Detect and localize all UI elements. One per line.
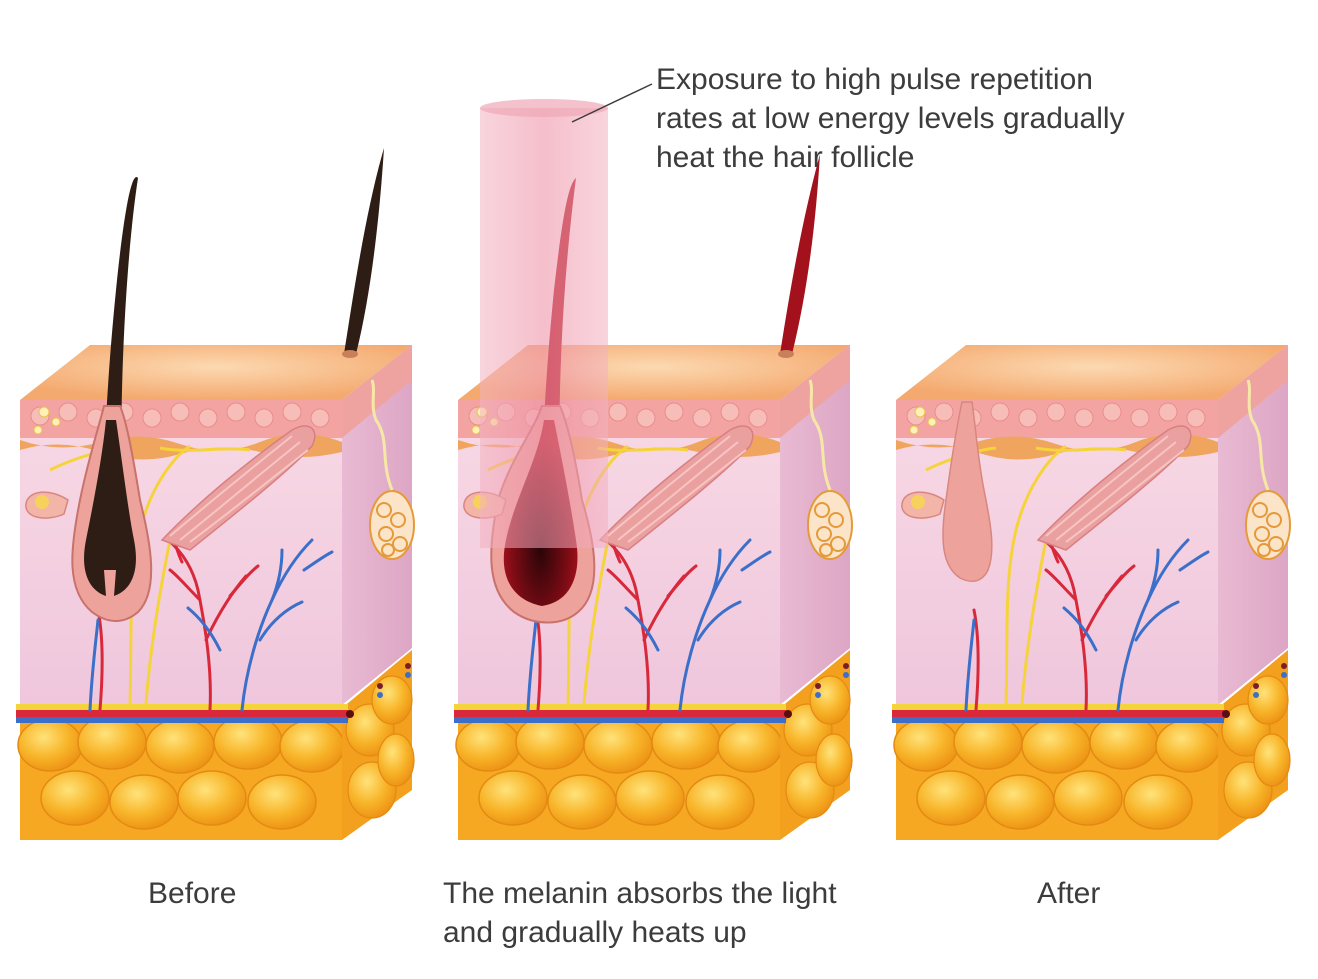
caption-after-line-1: After	[1037, 877, 1101, 910]
laser-annotation-line-2: rates at low energy levels gradually	[656, 102, 1125, 135]
empty-follicle	[942, 401, 993, 583]
laser-annotation: Exposure to high pulse repetition rates …	[656, 60, 1125, 177]
laser-beam	[480, 83, 653, 548]
caption-heating: The melanin absorbs the light and gradua…	[443, 874, 837, 952]
caption-heating-line-2: and gradually heats up	[443, 916, 747, 949]
caption-after: After	[1037, 874, 1100, 913]
hair-bulb	[84, 420, 136, 596]
caption-heating-line-1: The melanin absorbs the light	[443, 877, 837, 910]
caption-before: Before	[148, 874, 236, 913]
annotation-leader-line	[571, 83, 653, 123]
caption-before-line-1: Before	[148, 877, 237, 910]
hair-shaft-2	[780, 154, 820, 354]
laser-annotation-line-3: heat the hair follicle	[656, 141, 915, 174]
laser-annotation-line-1: Exposure to high pulse repetition	[656, 63, 1093, 96]
panel-before	[14, 148, 416, 842]
panel-after	[890, 293, 1292, 842]
hair-shaft-2	[344, 148, 384, 354]
